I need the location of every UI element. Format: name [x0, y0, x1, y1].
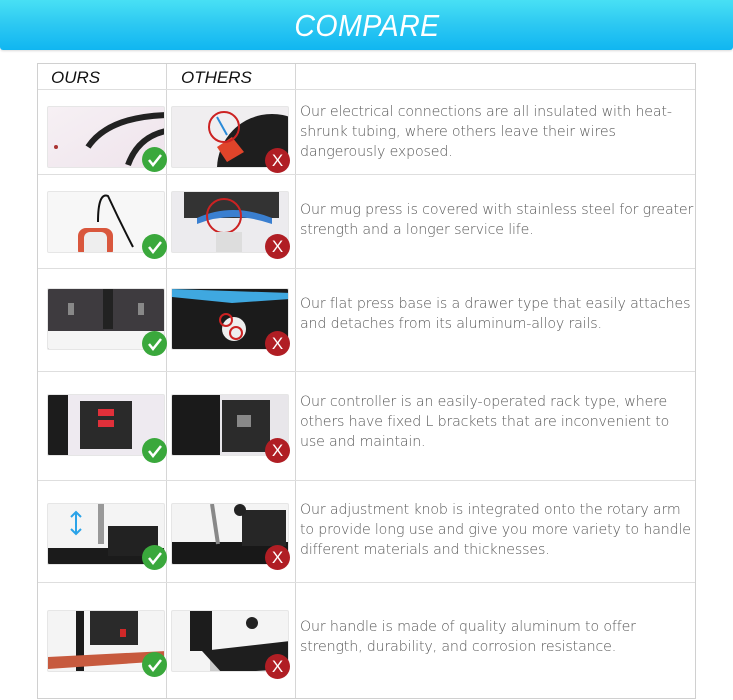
checkmark-icon: [142, 331, 167, 356]
checkmark-icon: [142, 652, 167, 677]
x-icon: X: [265, 148, 290, 173]
checkmark-icon: [142, 147, 167, 172]
comparison-table: OURS OTHERS X Our electrical connections…: [37, 63, 696, 699]
row-divider: [38, 480, 695, 481]
row-description: Our electrical connections are all insul…: [300, 104, 672, 160]
x-icon: X: [265, 438, 290, 463]
row-description: Our controller is an easily-operated rac…: [300, 394, 670, 450]
checkmark-icon: [142, 234, 167, 259]
others-image: [171, 191, 289, 253]
checkmark-icon: [142, 545, 167, 570]
x-icon: X: [265, 545, 290, 570]
row-divider: [38, 268, 695, 269]
row-description: Our mug press is covered with stainless …: [300, 202, 694, 238]
banner-title: COMPARE: [293, 8, 440, 43]
ours-image: [47, 394, 165, 456]
column-divider: [295, 64, 296, 698]
compare-banner: COMPARE: [0, 0, 733, 50]
checkmark-icon: [142, 438, 167, 463]
row-divider: [38, 174, 695, 175]
x-icon: X: [265, 654, 290, 679]
row-divider: [38, 89, 695, 90]
header-ours: OURS: [51, 68, 101, 87]
ours-image: [47, 503, 165, 565]
header-others: OTHERS: [181, 68, 252, 87]
x-icon: X: [265, 234, 290, 259]
row-description: Our handle is made of quality aluminum t…: [300, 619, 636, 655]
column-divider: [166, 64, 167, 698]
row-description: Our flat press base is a drawer type tha…: [300, 296, 691, 332]
row-divider: [38, 371, 695, 372]
row-description: Our adjustment knob is integrated onto t…: [300, 502, 691, 558]
others-image: [171, 503, 289, 565]
row-divider: [38, 582, 695, 583]
x-icon: X: [265, 331, 290, 356]
